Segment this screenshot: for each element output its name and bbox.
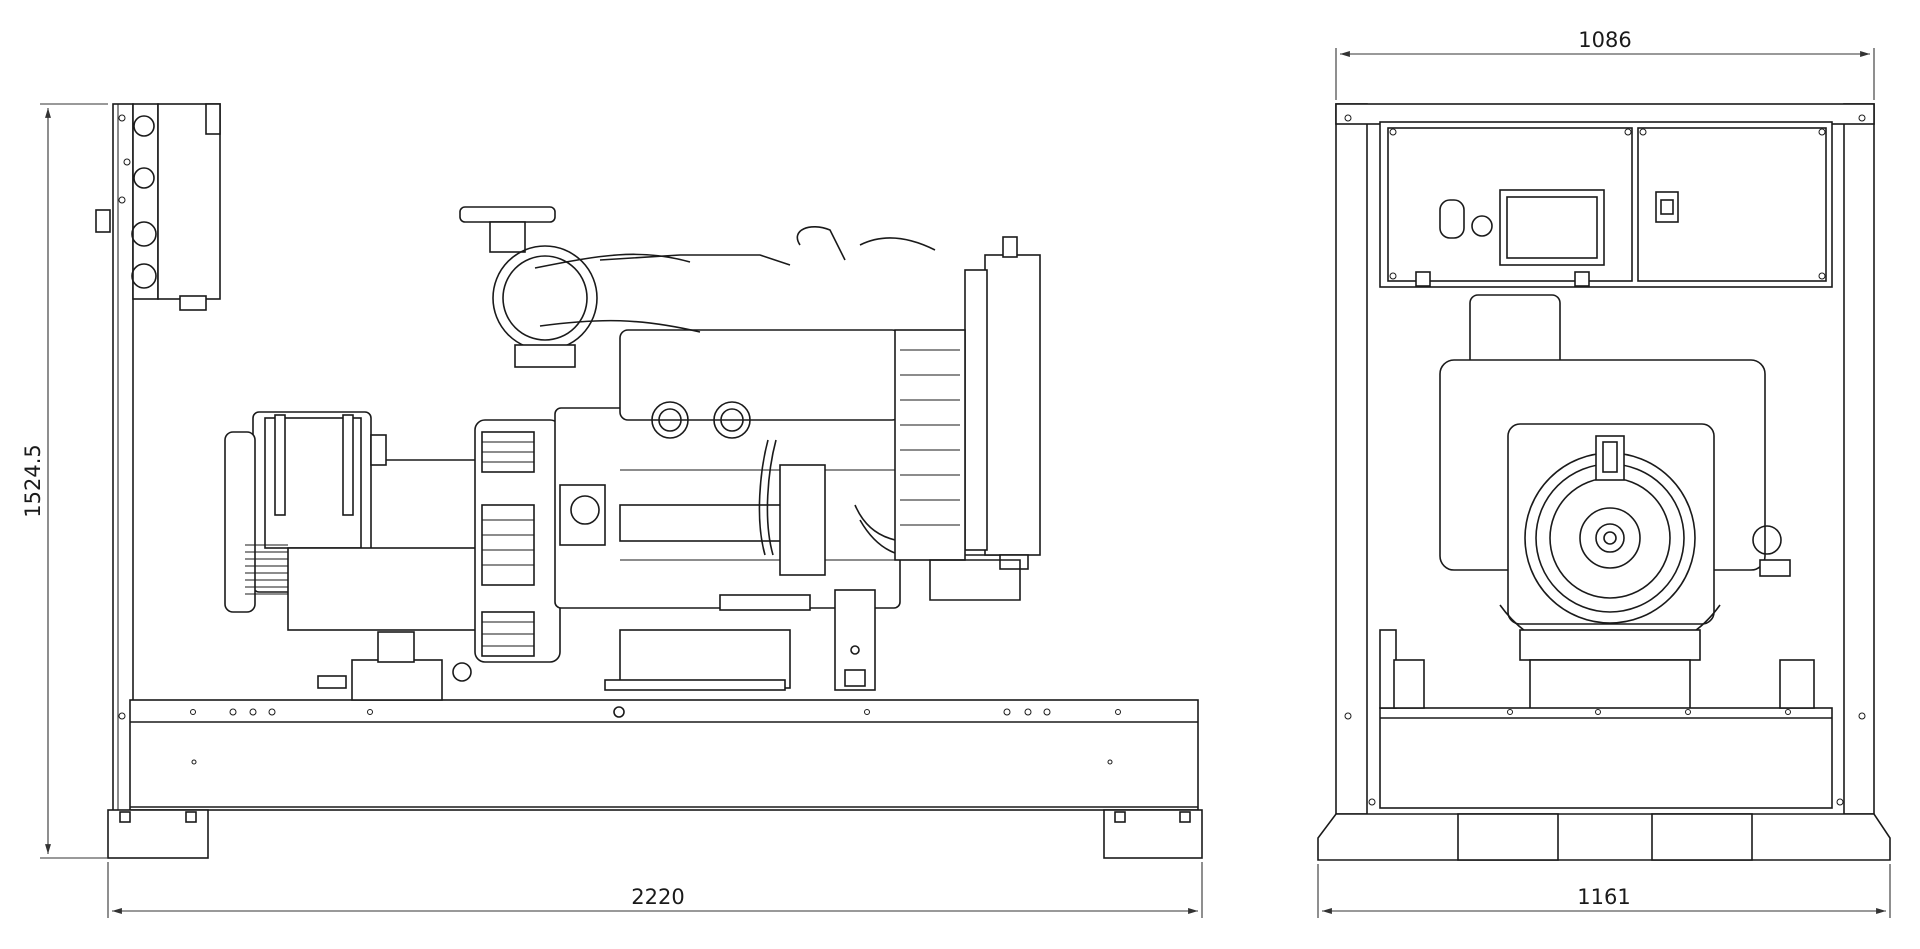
engine-block xyxy=(554,329,1020,691)
dimension-side-length: 2220 xyxy=(107,862,1203,918)
side-view xyxy=(95,103,1203,859)
engine-front xyxy=(1439,294,1791,711)
end-width-bottom-label: 1161 xyxy=(1577,885,1630,909)
dimension-end-width-top: 1086 xyxy=(1335,28,1875,100)
end-base xyxy=(1317,629,1891,861)
frame-upright xyxy=(112,103,134,815)
radiator xyxy=(859,236,1041,601)
alternator-fins xyxy=(245,544,288,595)
end-view xyxy=(1317,103,1891,861)
control-box xyxy=(95,103,221,311)
side-length-label: 2220 xyxy=(631,885,684,909)
alternator xyxy=(224,411,479,701)
flywheel-housing xyxy=(474,419,561,663)
end-control-panel xyxy=(1379,121,1833,288)
air-intake xyxy=(459,206,846,368)
dimension-side-height: 1524.5 xyxy=(21,103,108,859)
end-width-top-label: 1086 xyxy=(1578,28,1631,52)
base-frame xyxy=(107,699,1203,859)
side-height-label: 1524.5 xyxy=(21,444,45,517)
dimension-end-width-bottom: 1161 xyxy=(1317,864,1891,918)
